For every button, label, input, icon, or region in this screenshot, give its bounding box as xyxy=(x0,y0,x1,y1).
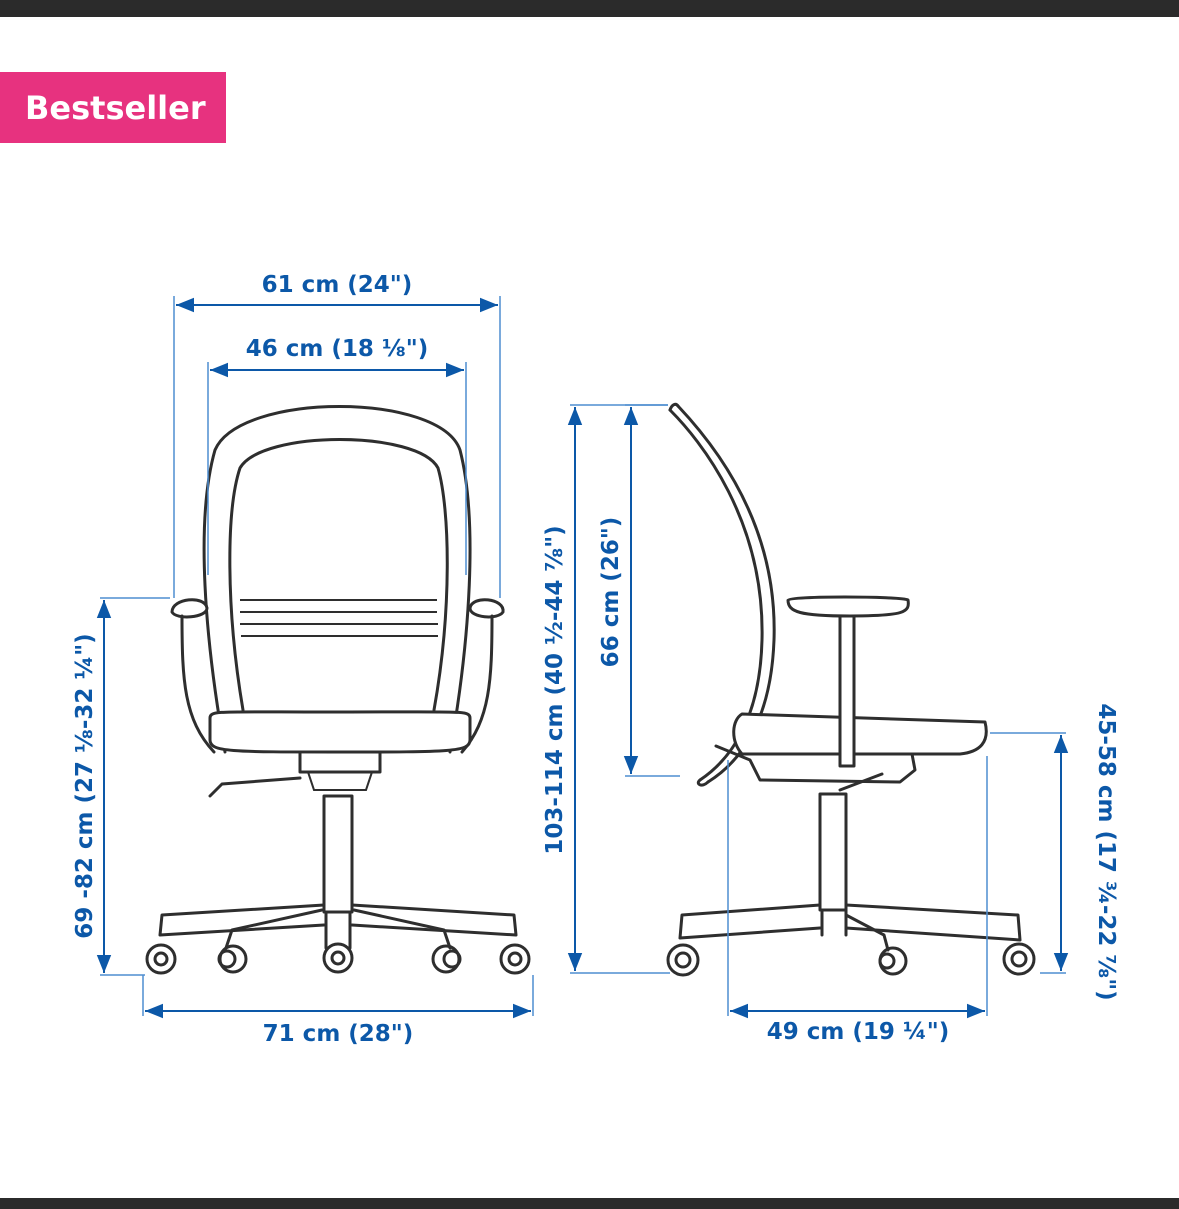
base-width-label: 71 cm (28") xyxy=(263,1021,414,1047)
overall-width-label: 61 cm (24") xyxy=(262,272,413,298)
seat-height-label: 45-58 cm (17 ¾-22 ⅞") xyxy=(1093,703,1119,1000)
dimension-lines xyxy=(96,296,1069,1019)
bottom-bar xyxy=(0,1198,1179,1209)
backrest-height-label: 66 cm (26") xyxy=(598,517,624,668)
bestseller-badge: Bestseller xyxy=(0,72,226,143)
chair-side-view xyxy=(666,402,1036,977)
armrest-height-label: 69 -82 cm (27 ⅛-32 ¼") xyxy=(72,633,98,938)
top-bar xyxy=(0,0,1179,17)
chair-front-view xyxy=(145,405,531,975)
seat-depth-label: 49 cm (19 ¼") xyxy=(767,1019,949,1045)
total-height-label: 103-114 cm (40 ½-44 ⅞") xyxy=(542,525,568,854)
back-width-label: 46 cm (18 ⅛") xyxy=(246,336,428,362)
